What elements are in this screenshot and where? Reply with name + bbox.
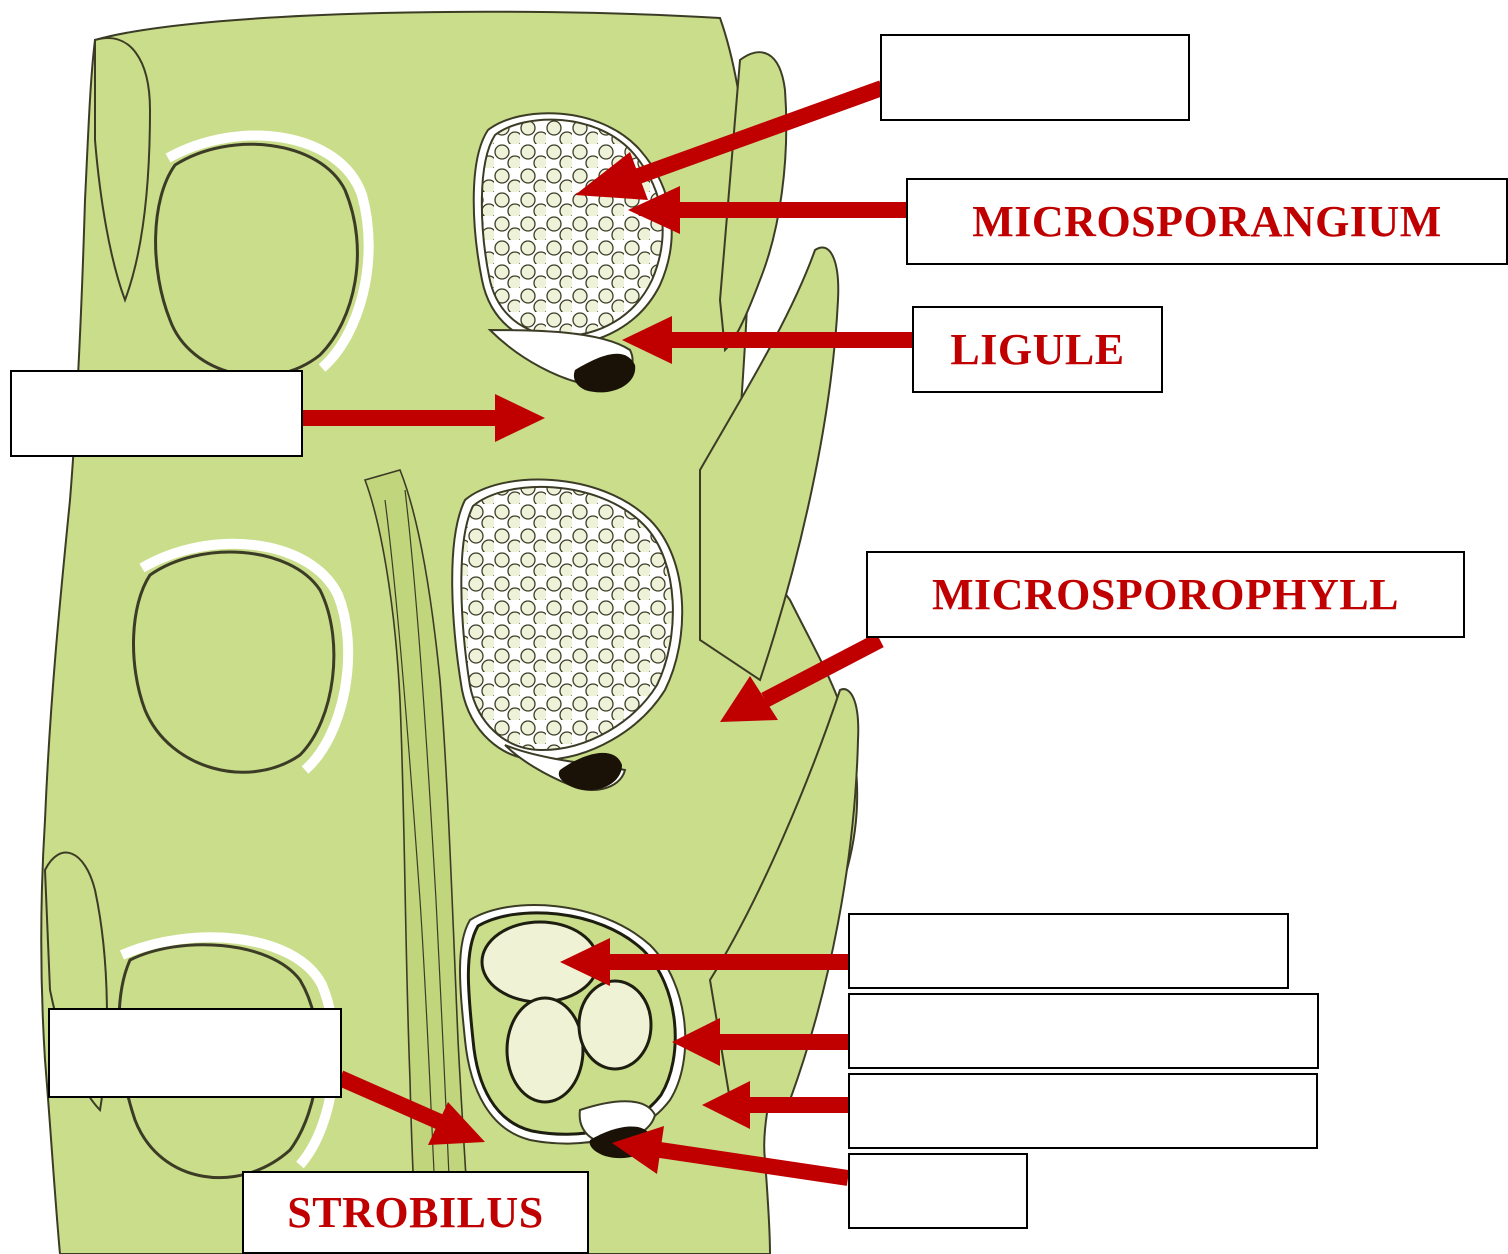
blank-label-megasporophyll[interactable] (848, 1073, 1318, 1149)
blank-label-top[interactable] (880, 34, 1190, 121)
strobilus-text: STROBILUS (287, 1187, 543, 1238)
blank-label-lower-ligule[interactable] (848, 1153, 1028, 1229)
microsporangium-text: MICROSPORANGIUM (972, 196, 1441, 247)
left-sporangium-top (156, 144, 358, 376)
blank-label-left[interactable] (10, 370, 303, 457)
ligule-text: LIGULE (950, 324, 1124, 375)
microsporophyll-label[interactable]: MICROSPOROPHYLL (866, 551, 1465, 638)
strobilus-label[interactable]: STROBILUS (242, 1171, 589, 1254)
blank-label-megasporangium[interactable] (848, 993, 1319, 1069)
blank-label-megaspore[interactable] (848, 913, 1289, 989)
microsporophyll-text: MICROSPOROPHYLL (932, 569, 1399, 620)
blank-label-lower-left[interactable] (48, 1008, 342, 1098)
left-sporangium-middle (134, 552, 334, 772)
microsporangium-label[interactable]: MICROSPORANGIUM (906, 178, 1508, 265)
megaspore-left (507, 998, 583, 1102)
ligule-label[interactable]: LIGULE (912, 306, 1163, 393)
megaspore-right (579, 981, 651, 1069)
